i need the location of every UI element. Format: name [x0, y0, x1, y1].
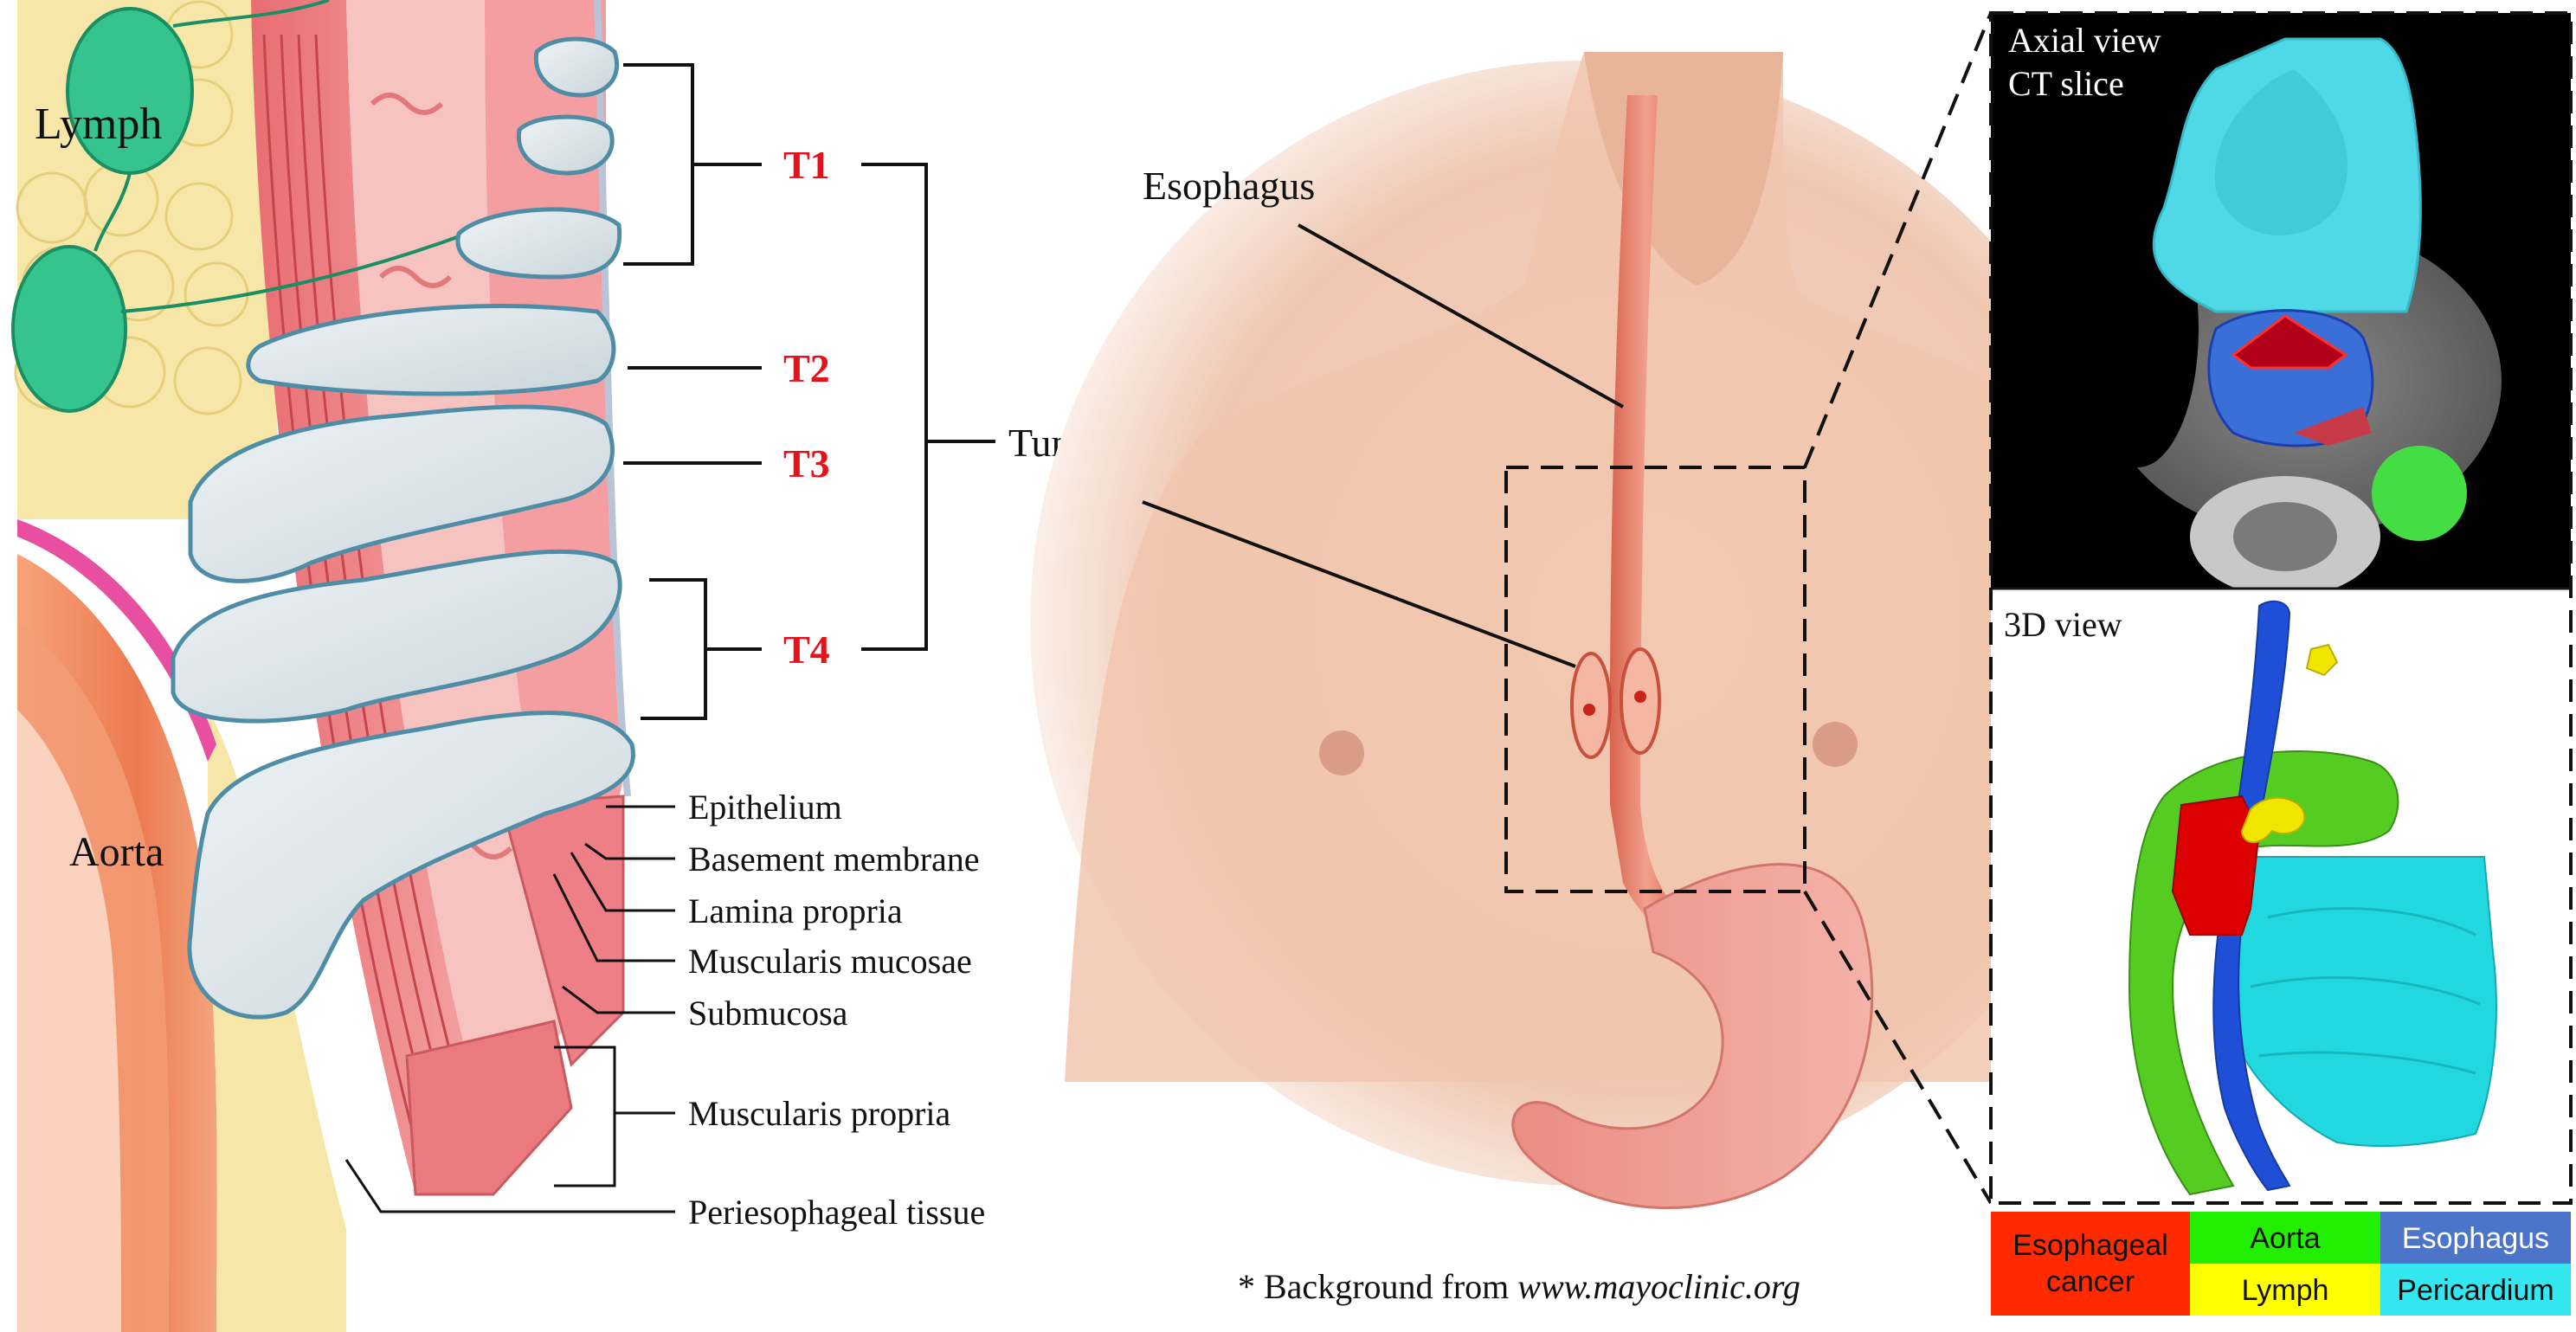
- stage-t1: T1: [783, 143, 830, 187]
- stage-t2: T2: [783, 346, 830, 390]
- view-3d-panel: 3D view: [1989, 11, 2573, 1205]
- view3d-title: 3D view: [2004, 605, 2122, 644]
- left-anatomy-illustration: Lymph Aorta: [11, 0, 635, 1332]
- credit-prefix: * Background from: [1238, 1267, 1517, 1306]
- legend-pericardium-swatch: [2380, 1264, 2571, 1316]
- background-credit: * Background from www.mayoclinic.org: [1238, 1267, 1800, 1306]
- layer-muscularis-propria: Muscularis propria: [688, 1094, 951, 1133]
- legend-lymph-label: Lymph: [2242, 1274, 2329, 1307]
- muscle-fibers: [262, 34, 469, 1143]
- tumor-t4b: [187, 711, 635, 1020]
- stage-t4: T4: [783, 627, 830, 672]
- axial-ct-panel: Axial view CT slice: [1991, 13, 2571, 597]
- tumor-t4a: [171, 549, 622, 724]
- layer-periesophageal-tissue: Periesophageal tissue: [688, 1193, 985, 1232]
- muscle-block: [405, 1020, 573, 1196]
- legend-esophagus-label: Esophagus: [2402, 1222, 2549, 1255]
- ct-aorta: [2372, 446, 2467, 541]
- 3d-lymph-mid: [2240, 796, 2306, 844]
- color-legend: Esophageal cancer Aorta Esophagus Lymph …: [1991, 1212, 2571, 1316]
- layer-label-arrows: [345, 805, 675, 1213]
- torso-body: [1065, 52, 2142, 1082]
- legend-lymph-swatch: [2190, 1264, 2380, 1316]
- 3d-tumor: [2171, 795, 2261, 936]
- torso-illustration: [1030, 52, 2142, 1209]
- layer-submucosa: Submucosa: [688, 994, 848, 1033]
- zoom-region-box: [1504, 466, 1806, 893]
- ct-tumor: [2231, 314, 2348, 370]
- right-panel-dashed-frame: [1989, 11, 2573, 1205]
- legend-esophagus-swatch: [2380, 1212, 2571, 1264]
- t-stage-annotations: [623, 63, 995, 720]
- tumor-t1a: [533, 36, 620, 98]
- lymph-label: Lymph: [35, 100, 162, 149]
- legend-pericardium-label: Pericardium: [2397, 1274, 2553, 1307]
- pericardium-contours: [2250, 907, 2481, 1075]
- legend-esophageal-cancer-swatch: [1991, 1212, 2190, 1316]
- layer-basement-membrane: Basement membrane: [688, 840, 980, 878]
- t1-bracket: [623, 63, 694, 266]
- right-nipple: [1813, 722, 1858, 767]
- lymph-nodes: [11, 0, 512, 413]
- tumor-masses: [171, 36, 635, 1020]
- 3d-lymph-top: [2305, 643, 2339, 677]
- t4-bracket: [641, 578, 707, 720]
- tumor-t1b: [516, 114, 615, 176]
- layer-epithelium: Epithelium: [688, 788, 842, 827]
- tumor-group-bracket: [861, 163, 928, 651]
- axial-title-line2: CT slice: [2008, 64, 2124, 103]
- ct-pericardium-shade: [2214, 69, 2347, 236]
- legend-aorta-label: Aorta: [2250, 1222, 2320, 1255]
- ct-vertebra-core: [2233, 502, 2337, 571]
- stomach: [1511, 863, 1874, 1209]
- pleura-membrane: [17, 519, 216, 762]
- ct-tumor-lower: [2294, 407, 2372, 446]
- left-nipple: [1319, 730, 1364, 775]
- legend-esophageal-cancer-line2: cancer: [2046, 1265, 2135, 1298]
- legend-esophageal-cancer-line1: Esophageal: [2012, 1229, 2168, 1262]
- esophagus-label: Esophagus: [1143, 164, 1315, 208]
- credit-link[interactable]: www.mayoclinic.org: [1517, 1267, 1800, 1306]
- tumor-t2: [246, 304, 616, 396]
- tumor-t1c: [455, 207, 622, 280]
- layer-lamina-propria: Lamina propria: [688, 891, 903, 930]
- legend-aorta-swatch: [2190, 1212, 2380, 1264]
- middle-pointers: [1142, 223, 1624, 668]
- muscularis-propria-bracket: [554, 1046, 616, 1187]
- epithelium-edge: [594, 0, 631, 797]
- axial-title-line1: Axial view: [2008, 21, 2161, 60]
- aorta-label: Aorta: [69, 829, 164, 875]
- zoom-connectors: [1803, 12, 1993, 1205]
- stage-t3: T3: [783, 441, 830, 486]
- tumor-t3: [188, 404, 615, 583]
- aorta-lumen: [17, 710, 121, 1332]
- layer-muscularis-mucosae: Muscularis mucosae: [688, 942, 972, 981]
